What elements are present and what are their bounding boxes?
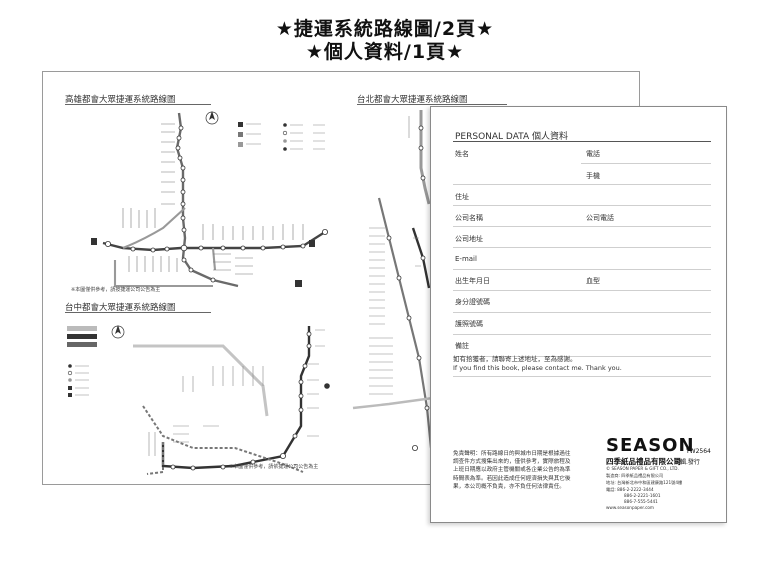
company-name-label: 公司名稱 bbox=[455, 214, 483, 222]
company-address-label: 公司地址 bbox=[455, 235, 483, 243]
orange-line-stations bbox=[105, 229, 328, 253]
rule bbox=[581, 163, 711, 164]
company-role: 編輯.發行 bbox=[674, 459, 700, 466]
orange-line bbox=[102, 230, 326, 252]
header-line-2: ★個人資料/1頁★ bbox=[305, 41, 465, 63]
id-number-field[interactable] bbox=[501, 295, 709, 307]
light-rail-line bbox=[113, 207, 217, 288]
email-label: E-mail bbox=[455, 255, 477, 263]
contact-note-en: If you find this book, please contact me… bbox=[453, 364, 622, 372]
railway-line bbox=[142, 405, 304, 473]
phone-field[interactable] bbox=[611, 147, 709, 159]
address-label: 住址 bbox=[455, 193, 469, 201]
taichung-title-rule bbox=[65, 312, 211, 313]
disclaimer-text: 免責聲明：所有路線日的與城市日期是根據過往調查件方式搜集出來的，僅供參考，實際旅… bbox=[453, 451, 571, 490]
birthday-label: 出生年月日 bbox=[455, 277, 490, 285]
taipei-map bbox=[352, 110, 433, 451]
phone-label: 電話 bbox=[586, 150, 600, 158]
blue-line bbox=[133, 344, 269, 417]
address-field[interactable] bbox=[491, 190, 709, 202]
copyright: © SEASON PAPER & GIFT CO., LTD. bbox=[606, 466, 679, 471]
personal-data-page: PERSONAL DATA 個人資料 姓名 電話 手機 住址 公司名稱 公司電話… bbox=[430, 106, 727, 523]
product-code: YW2564 bbox=[686, 448, 711, 455]
remarks-label: 備註 bbox=[455, 342, 469, 350]
rule bbox=[453, 312, 711, 313]
birthday-field[interactable] bbox=[501, 274, 581, 286]
taipei-title-rule bbox=[357, 104, 507, 105]
station-label-marks bbox=[122, 123, 304, 275]
title-rule bbox=[453, 141, 711, 142]
mobile-field[interactable] bbox=[611, 169, 709, 181]
company-phone-1: 電話: 886-2-2222-3444 bbox=[606, 487, 654, 492]
rule bbox=[453, 356, 711, 357]
company-name-field[interactable] bbox=[501, 211, 581, 223]
header-line-1: ★捷運系統路線圖/2頁★ bbox=[275, 18, 495, 40]
airport-icon bbox=[295, 280, 302, 287]
kaohsiung-map-title: 高雄都會大眾捷運系統路線圖 bbox=[65, 95, 176, 105]
kaohsiung-legend bbox=[238, 122, 325, 151]
taichung-legend bbox=[67, 326, 97, 397]
passport-number-field[interactable] bbox=[501, 317, 709, 329]
company-address-field[interactable] bbox=[501, 232, 709, 244]
company-phone-label: 公司電話 bbox=[586, 214, 614, 222]
station-marker bbox=[324, 383, 330, 389]
company-phone-field[interactable] bbox=[626, 211, 709, 223]
taichung-map-title: 台中都會大眾捷運系統路線圖 bbox=[65, 303, 176, 313]
company-name: 四季紙品禮品有限公司 bbox=[606, 457, 681, 466]
company-fax: 886-7-555-5441 bbox=[624, 499, 658, 504]
company-phone-2: 886-2-2221-1601 bbox=[624, 493, 661, 498]
company-website: www.seasonpaper.com bbox=[606, 505, 655, 510]
rule bbox=[453, 269, 711, 270]
remarks-field[interactable] bbox=[491, 339, 709, 351]
kaohsiung-map bbox=[91, 111, 328, 288]
rule bbox=[453, 290, 711, 291]
north-arrow-icon bbox=[111, 325, 125, 339]
rule bbox=[453, 247, 711, 248]
company-address: 地址: 台灣新北市中和區建康路121號4樓 bbox=[606, 480, 683, 485]
taichung-note: ※本圖僅供參考，請依捷運公司公告為主 bbox=[229, 464, 319, 470]
green-line-stations bbox=[170, 331, 312, 471]
mobile-label: 手機 bbox=[586, 172, 600, 180]
kaohsiung-note: ※本圖僅供參考，請按捷運公司公告為主 bbox=[71, 287, 161, 293]
kaohsiung-title-rule bbox=[65, 104, 211, 105]
personal-data-title: PERSONAL DATA 個人資料 bbox=[455, 132, 568, 142]
manufacturer: 製造商: 四季紙品禮品有限公司 bbox=[606, 473, 664, 478]
station-label-marks bbox=[148, 329, 325, 456]
rule bbox=[453, 376, 711, 377]
rule bbox=[453, 184, 711, 185]
terminal-marker bbox=[309, 240, 315, 247]
taipei-map-title: 台北都會大眾捷運系統路線圖 bbox=[357, 95, 468, 105]
rule bbox=[453, 226, 711, 227]
taichung-map bbox=[67, 325, 330, 475]
rule bbox=[453, 205, 711, 206]
rule bbox=[453, 334, 711, 335]
name-field[interactable] bbox=[491, 147, 581, 159]
name-label: 姓名 bbox=[455, 150, 469, 158]
terminal-marker bbox=[91, 238, 97, 245]
contact-note-zh: 如有拾獲者，請聯寄上述地址，至為感謝。 bbox=[453, 355, 577, 363]
blood-type-label: 血型 bbox=[586, 277, 600, 285]
blood-type-field[interactable] bbox=[611, 274, 709, 286]
email-field[interactable] bbox=[501, 253, 709, 265]
passport-number-label: 護照號碼 bbox=[455, 320, 483, 328]
north-arrow-icon bbox=[205, 111, 219, 125]
red-line-stations bbox=[175, 125, 216, 283]
map-page-left: 高雄都會大眾捷運系統路線圖 bbox=[42, 71, 344, 485]
id-number-label: 身分證號碼 bbox=[455, 298, 490, 306]
season-logo: SEASON bbox=[606, 435, 695, 456]
